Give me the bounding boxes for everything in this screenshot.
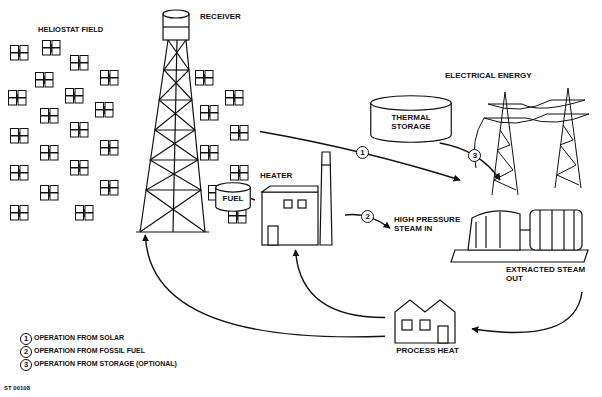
callout-number: 1 [356, 146, 369, 159]
callout-number: 2 [20, 346, 32, 358]
node-label: EXTRACTED STEAM OUT [506, 266, 588, 284]
drawing-number: ST 00108 [4, 385, 30, 392]
node-label: PROCESS HEAT [385, 347, 470, 356]
flow-line [251, 199, 255, 201]
turbine-generator: HIGH PRESSURE STEAM IN EXTRACTED STEAM OU… [390, 180, 590, 292]
heater: HEATER [255, 150, 345, 250]
flow-line [296, 250, 386, 318]
fuel-tank: FUEL [215, 182, 251, 212]
callout-number: 1 [20, 333, 32, 345]
node-label: RECEIVER [200, 13, 241, 22]
legend-text: OPERATION FROM FOSSIL FUEL [34, 347, 145, 355]
heliostat-field [9, 41, 249, 224]
heater-building [262, 152, 332, 245]
node-label: THERMAL STORAGE [375, 114, 447, 132]
turbine-generator [451, 210, 588, 262]
callout-number: 2 [361, 210, 374, 223]
callout-number: 3 [468, 149, 481, 162]
callout-number: 3 [20, 359, 32, 371]
node-label: HEATER [260, 172, 292, 181]
legend-text: OPERATION FROM SOLAR [34, 334, 124, 342]
process-heat-building [395, 300, 455, 343]
power-lines [474, 88, 589, 195]
legend-text: OPERATION FROM STORAGE (OPTIONAL) [34, 360, 177, 368]
field-label: HELIOSTAT FIELD [38, 26, 103, 34]
output-label: ELECTRICAL ENERGY [445, 72, 532, 81]
flow-line [440, 143, 500, 180]
receiver-tower [136, 10, 209, 232]
process-heat-building: PROCESS HEAT [385, 295, 472, 370]
node-label: FUEL [223, 195, 244, 204]
thermal-storage-tank: THERMAL STORAGE [370, 95, 452, 143]
flow-line [472, 292, 582, 333]
node-label: HIGH PRESSURE STEAM IN [394, 216, 464, 234]
flow-line [145, 235, 385, 337]
